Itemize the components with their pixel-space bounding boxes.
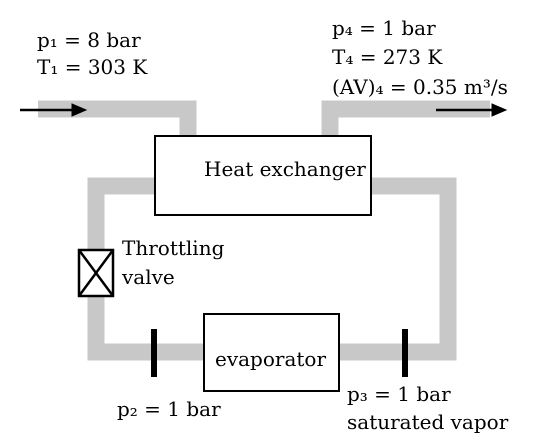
- heat-exchanger-box: Heat exchanger: [154, 135, 372, 216]
- inlet-arrow: [20, 103, 88, 117]
- throttle-label-line2: valve: [122, 265, 175, 289]
- evaporator-label: evaporator: [215, 347, 327, 371]
- inlet-temperature: T₁ = 303 K: [37, 55, 148, 79]
- outlet-pressure: p₄ = 1 bar: [332, 16, 436, 40]
- outlet-volume-flow: (AV)₄ = 0.35 m³/s: [332, 75, 508, 99]
- throttling-valve-icon: [77, 248, 115, 298]
- state-2-pressure: p₂ = 1 bar: [117, 397, 221, 421]
- inlet-pressure: p₁ = 8 bar: [37, 28, 141, 52]
- state-3-pressure: p₃ = 1 bar: [347, 382, 451, 406]
- state-2-marker: [151, 329, 157, 377]
- throttle-label-line1: Throttling: [122, 236, 225, 260]
- heat-exchanger-label: Heat exchanger: [204, 157, 366, 181]
- outlet-temperature: T₄ = 273 K: [332, 45, 443, 69]
- outlet-arrow: [436, 103, 508, 117]
- state-3-note: saturated vapor: [347, 410, 509, 434]
- state-3-marker: [402, 329, 408, 377]
- evaporator-box: evaporator: [203, 313, 340, 392]
